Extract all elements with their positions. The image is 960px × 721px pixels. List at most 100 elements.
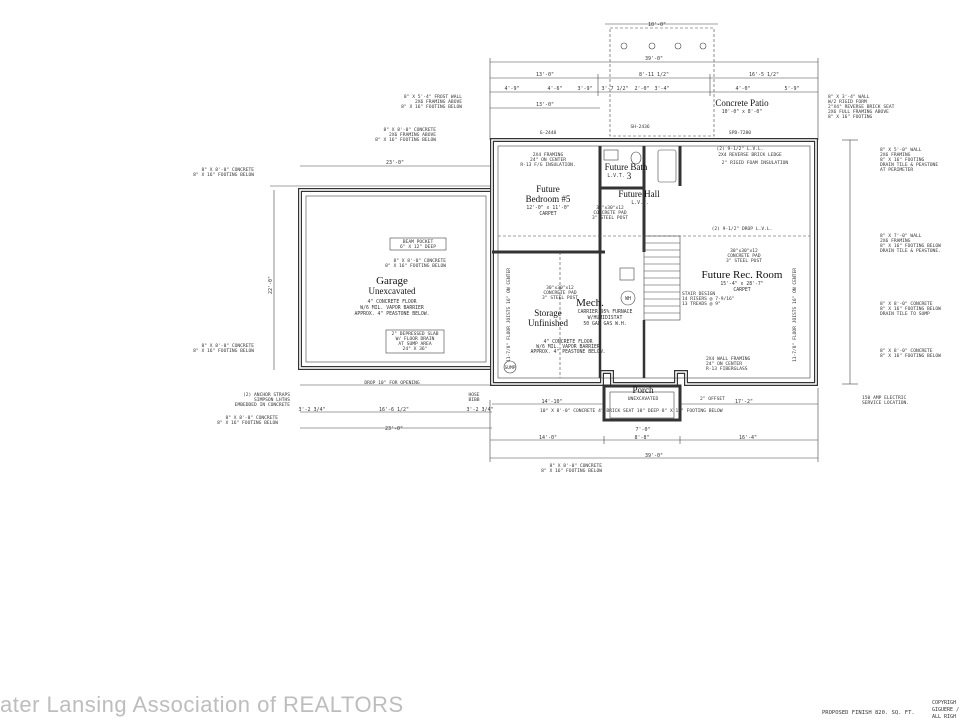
hall-finish: L.V.T. <box>631 200 648 206</box>
right-wall-2-5: AT PERIMETER <box>880 167 913 173</box>
bedroom5-finish: CARPET <box>539 211 556 217</box>
water-heater-tag: WH <box>625 296 631 302</box>
right-wall-top-3: 2"X4" REVERSE BRICK SEAT <box>828 104 895 110</box>
depressed-slab-box <box>385 329 445 354</box>
electric-2: SERVICE LOCATION. <box>862 400 909 406</box>
lvl-top-note: (2) 9-1/2" L.V.L. <box>716 146 763 152</box>
right-wall-5-1: 8" X 8'-0" CONCRETE <box>880 348 933 354</box>
wall-framing-1: 2X4 WALL FRAMING <box>706 356 750 362</box>
top-left-dim-2: 13'-0" <box>536 102 554 108</box>
brick-ledge-note: 10" X 8'-0" CONCRETE 4" BRICK SEAT 10" D… <box>540 408 723 414</box>
garage-left-dim: 22'-0" <box>268 276 274 294</box>
bottom-left-dim: 14'-0" <box>539 435 557 441</box>
svg-text:3'-9": 3'-9" <box>577 86 592 92</box>
porch-dim: 7'-0" <box>635 427 650 433</box>
furnace-icon <box>619 267 635 281</box>
water-heater-icon <box>620 290 636 306</box>
right-wall-top-1: 8" X 3'-4" WALL <box>828 94 870 100</box>
garage-wall-c2: 8" X 16" FOOTING BELOW <box>217 420 278 426</box>
rec-label: Future Rec. Room <box>702 269 783 281</box>
drop-lvl-note: (2) 9-1/2" DROP L.V.L. <box>712 226 773 232</box>
window2-tag: SH-2436 <box>630 124 650 130</box>
hall-label: Future Hall <box>618 189 660 199</box>
door-tag: SPD-7280 <box>729 130 751 136</box>
anchor-3: EMBEDDED IN CONCRETE <box>235 402 291 408</box>
storage-label-1: Storage <box>534 308 562 318</box>
top-left-dim: 13'-0" <box>536 72 554 78</box>
svg-text:5'-9": 5'-9" <box>784 86 799 92</box>
conc-pad3-1: 30"x30"x12 <box>730 248 758 254</box>
porch-label: Porch <box>633 385 654 395</box>
right-wall-4-1: 8" X 8'-0" CONCRETE <box>880 301 933 307</box>
porch-width-dim: 17'-2" <box>735 399 753 405</box>
frost-wall-2: 2X6 FRAMING ABOVE <box>415 99 462 105</box>
anchor-2: SIMPSON LHTHS <box>254 397 290 403</box>
right-wall-2-3: 8" X 16" FOOTING <box>880 157 924 163</box>
garage-bottom2-dim: 16'-6 1/2" <box>379 407 409 413</box>
right-wall-top-4: 2X6 FULL FRAMING ABOVE <box>828 109 889 115</box>
depressed-slab-3: AT SUMP AREA <box>398 341 431 347</box>
garage-wall-1: 8" X 8'-0" CONCRETE <box>201 167 254 173</box>
bedroom5-size: 12'-0" x 11'-0" <box>526 205 569 211</box>
interior-walls <box>492 146 810 378</box>
conc-pad2-3: 3" STEEL POST <box>542 295 578 301</box>
garage-note2: W/6 MIL. VAPOR BARRIER <box>360 305 424 311</box>
mech-label: Mech. <box>576 297 604 309</box>
porch-footing-1: 8" X 8'-0" CONCRETE <box>549 463 602 469</box>
right-wall-4-3: DRAIN TILE TO SUMP <box>880 311 930 317</box>
svg-text:2'-0": 2'-0" <box>634 86 649 92</box>
framing-top-1: 2X4 FRAMING <box>533 152 564 158</box>
garage-wall-b2: 8" X 16" FOOTING BELOW <box>193 348 254 354</box>
stair-note-1: STAIR DESIGN <box>682 291 715 297</box>
conc-pad1-2: CONCRETE PAD <box>593 210 626 216</box>
association-watermark: ater Lansing Association of REALTORS <box>0 692 404 717</box>
electric-1: 150 AMP ELECTRIC <box>862 395 906 401</box>
garage-top-dim: 23'-0" <box>386 160 404 166</box>
garage-label: Garage <box>376 275 408 287</box>
rec-size: 15'-4" x 28'-7" <box>720 281 763 287</box>
svg-text:4'-0": 4'-0" <box>735 86 750 92</box>
beam-pocket-1: BEAM POCKET <box>403 239 434 245</box>
porch-outline <box>602 384 682 422</box>
conc-pad2-2: CONCRETE PAD <box>543 290 576 296</box>
copyright-note: COPYRIGH GIGUERE / ALL RIGH <box>932 700 960 720</box>
garage-sub: Unexcavated <box>369 286 416 296</box>
concrete-wall-3: 8" X 16" FOOTING BELOW <box>375 137 436 143</box>
storage-note2: W/6 MIL. VAPOR BARRIER <box>536 344 600 350</box>
framing-top-3: R-13 F/G INSULATION. <box>520 162 575 168</box>
drop-opening-note: DROP 10" FOR OPENING <box>364 380 420 386</box>
hose-bibb-1: HOSE <box>468 392 479 398</box>
sump-label: SUMP <box>504 365 515 371</box>
mech-note3: 50 GAL GAS W.H. <box>583 321 626 327</box>
depressed-slab-1: 2" DEPRESSED SLAB <box>391 331 438 337</box>
svg-text:3'-7 1/2": 3'-7 1/2" <box>601 86 628 92</box>
bottom-right-dim: 16'-4" <box>739 435 757 441</box>
conc-pad3-3: 3" STEEL POST <box>726 258 762 264</box>
hose-bibb-2: BIBB <box>468 397 479 403</box>
patio-top-dim: 10'-0" <box>648 22 666 28</box>
garage-wall-c1: 8" X 8'-0" CONCRETE <box>225 415 278 421</box>
framing-top-2: 24" ON CENTER <box>530 157 566 163</box>
stair-note-2: 14 RISERS @ 7-9/16" <box>682 296 735 302</box>
garage-wall-b1: 8" X 8'-0" CONCRETE <box>201 343 254 349</box>
mech-note1: CARRIER 95% FURNACE <box>578 309 633 315</box>
conc-pad3-2: CONCRETE PAD <box>727 253 760 259</box>
conc-pad2-1: 30"x30"x12 <box>546 285 574 291</box>
garage-note1: 4" CONCRETE FLOOR <box>367 299 416 305</box>
storage-label-2: Unfinished <box>528 318 568 328</box>
right-wall-3-2: 2X6 FRAMING <box>880 238 911 244</box>
porch-footing-2: 8" X 16" FOOTING BELOW <box>541 468 602 474</box>
garage-small-dim-2: 3'-2 3/4" <box>466 407 493 413</box>
patio-size: 10'-0" x 8'-0" <box>722 109 763 115</box>
stair-note-3: 13 TREADS @ 9" <box>682 301 721 307</box>
rev-brick-note: 2X4 REVERSE BRICK LEDGE <box>718 152 782 158</box>
depressed-slab-4: 24" X 36" <box>403 346 428 352</box>
anchor-1: (2) ANCHOR STRAPS <box>243 392 290 398</box>
bath-number: 3 <box>627 171 632 181</box>
floor-joists-right: 11-7/8" FLOOR JOISTS 16" ON CENTER <box>792 268 798 362</box>
offset-note: 2" OFFSET <box>700 396 725 402</box>
beam-wall-1: 8" X 8'-0" CONCRETE <box>393 258 446 264</box>
depressed-slab-2: W/ FLOOR DRAIN <box>396 336 435 342</box>
garage-wall-2: 8" X 16" FOOTING BELOW <box>193 172 254 178</box>
